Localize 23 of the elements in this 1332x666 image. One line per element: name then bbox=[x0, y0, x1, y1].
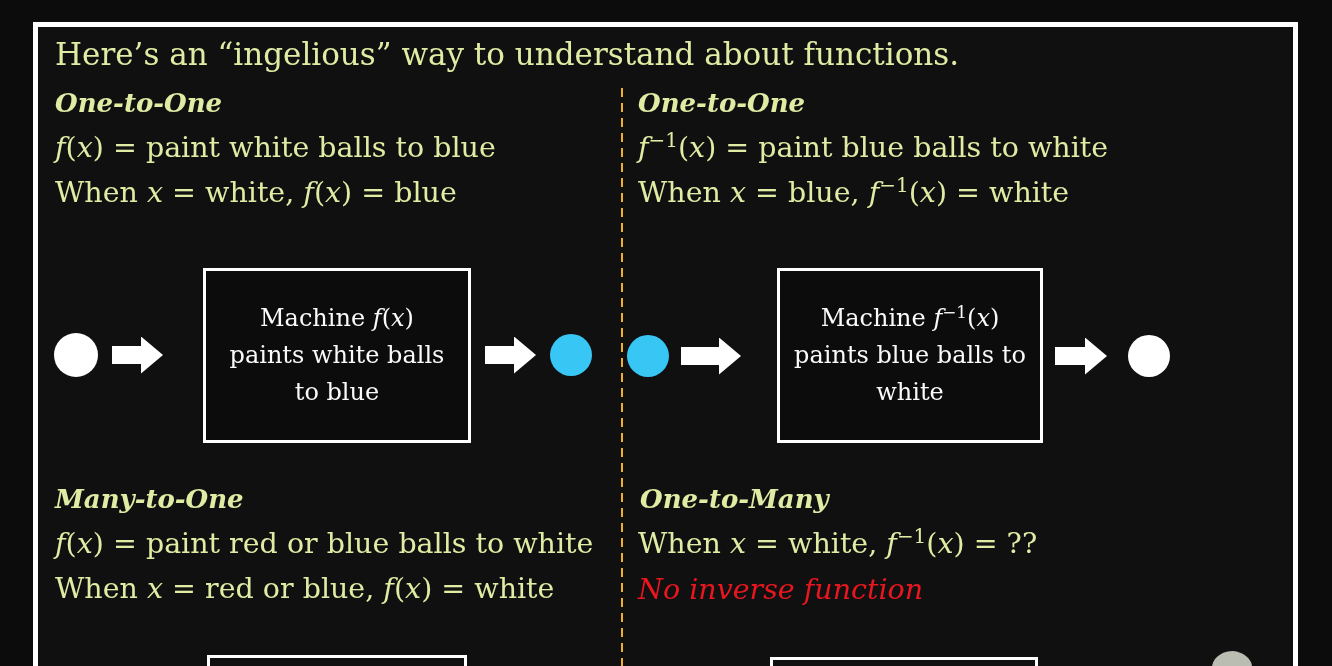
formula-text: f$^{−1}$(x) = paint blue balls to white bbox=[638, 131, 1109, 166]
formula-text: When x = white, f$^{−1}$(x) = ?? bbox=[638, 527, 1038, 562]
section-heading: One-to-One bbox=[638, 88, 806, 120]
section-heading: One-to-Many bbox=[640, 484, 829, 516]
process-box bbox=[777, 268, 1043, 443]
process-box bbox=[203, 268, 471, 443]
arrow bbox=[681, 337, 741, 375]
section-heading: One-to-One bbox=[55, 88, 223, 120]
process-box bbox=[770, 657, 1038, 666]
arrow bbox=[112, 336, 163, 374]
title-text: Here’s an “ingelious” way to understand about functions. bbox=[55, 36, 960, 74]
process-box bbox=[207, 655, 467, 666]
arrow bbox=[1055, 337, 1107, 375]
box-label: Machine f(x) paints white balls to blue bbox=[228, 303, 446, 408]
formula-text: When x = red or blue, f(x) = white bbox=[55, 572, 555, 607]
formula-text: When x = white, f(x) = blue bbox=[55, 176, 457, 211]
warning-text: No inverse function bbox=[638, 573, 924, 608]
formula-text: f(x) = paint red or blue balls to white bbox=[55, 527, 594, 562]
formula-text: f(x) = paint white balls to blue bbox=[55, 131, 496, 166]
box-label: Machine f$^{−1}$(x) paints blue balls to white bbox=[793, 300, 1027, 408]
arrow bbox=[485, 336, 536, 374]
formula-text: When x = blue, f$^{−1}$(x) = white bbox=[638, 176, 1070, 211]
section-heading: Many-to-One bbox=[55, 484, 244, 516]
